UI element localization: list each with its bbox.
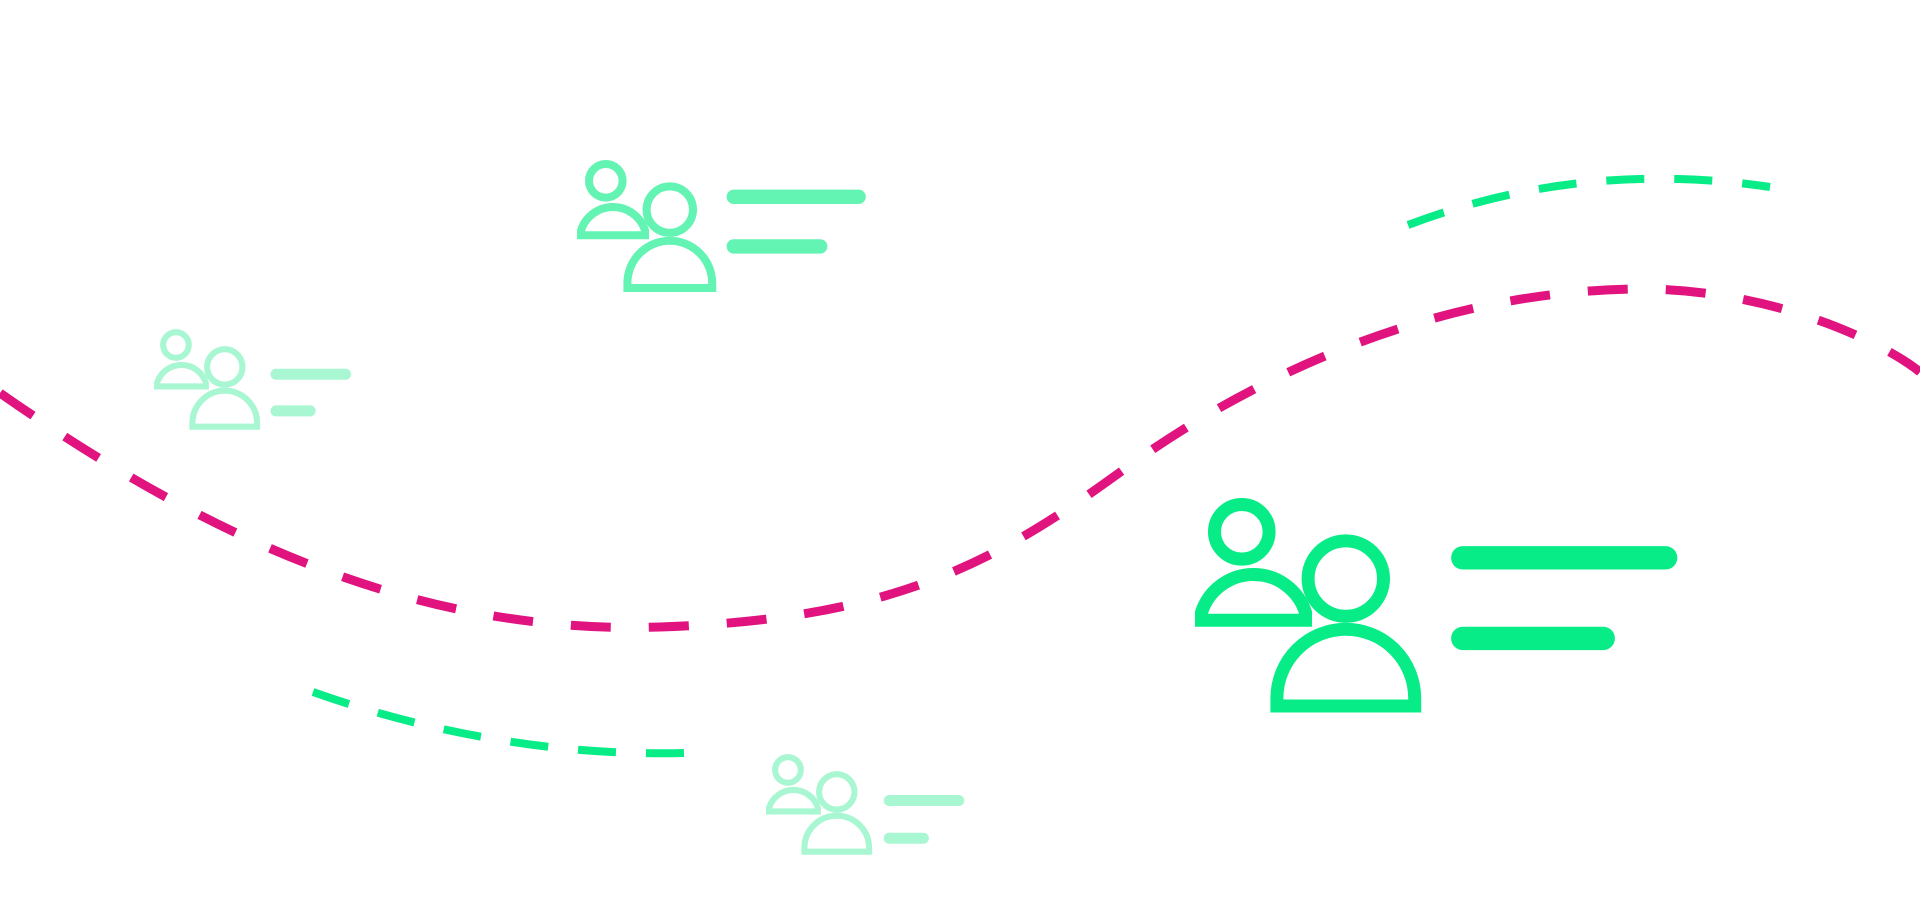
- users-group-icon: [154, 329, 261, 430]
- text-lines-icon: [883, 794, 965, 844]
- text-lines-icon: [1451, 546, 1678, 651]
- user-front-body: [623, 236, 717, 293]
- user-front-body: [1270, 622, 1422, 713]
- green-dashed-arc-top: [1406, 174, 1771, 229]
- user-front-head: [1301, 534, 1390, 623]
- user-back-head: [1207, 497, 1276, 566]
- users-group-icon: [1195, 497, 1422, 713]
- user-front-body: [801, 812, 873, 855]
- users-group-large: [1195, 497, 1678, 713]
- users-group-icon: [766, 754, 873, 855]
- text-lines-icon: [726, 189, 866, 254]
- users-group-left: [154, 329, 352, 430]
- user-front-head: [642, 182, 698, 237]
- text-lines-icon: [270, 368, 352, 417]
- user-front-body: [189, 387, 261, 430]
- user-back-head: [772, 754, 804, 786]
- user-back-head: [585, 160, 627, 202]
- user-back-body: [1195, 568, 1312, 627]
- user-back-body: [577, 203, 650, 240]
- user-front-head: [204, 346, 246, 388]
- user-back-body: [154, 361, 209, 390]
- green-dashed-arc-bottom: [311, 688, 711, 758]
- user-back-head: [160, 329, 192, 361]
- users-group-top: [577, 160, 866, 293]
- user-back-body: [766, 786, 821, 815]
- magenta-dashed-wave: [0, 284, 1920, 632]
- user-front-head: [816, 771, 858, 813]
- users-group-bottom: [766, 754, 965, 855]
- users-group-icon: [577, 160, 717, 293]
